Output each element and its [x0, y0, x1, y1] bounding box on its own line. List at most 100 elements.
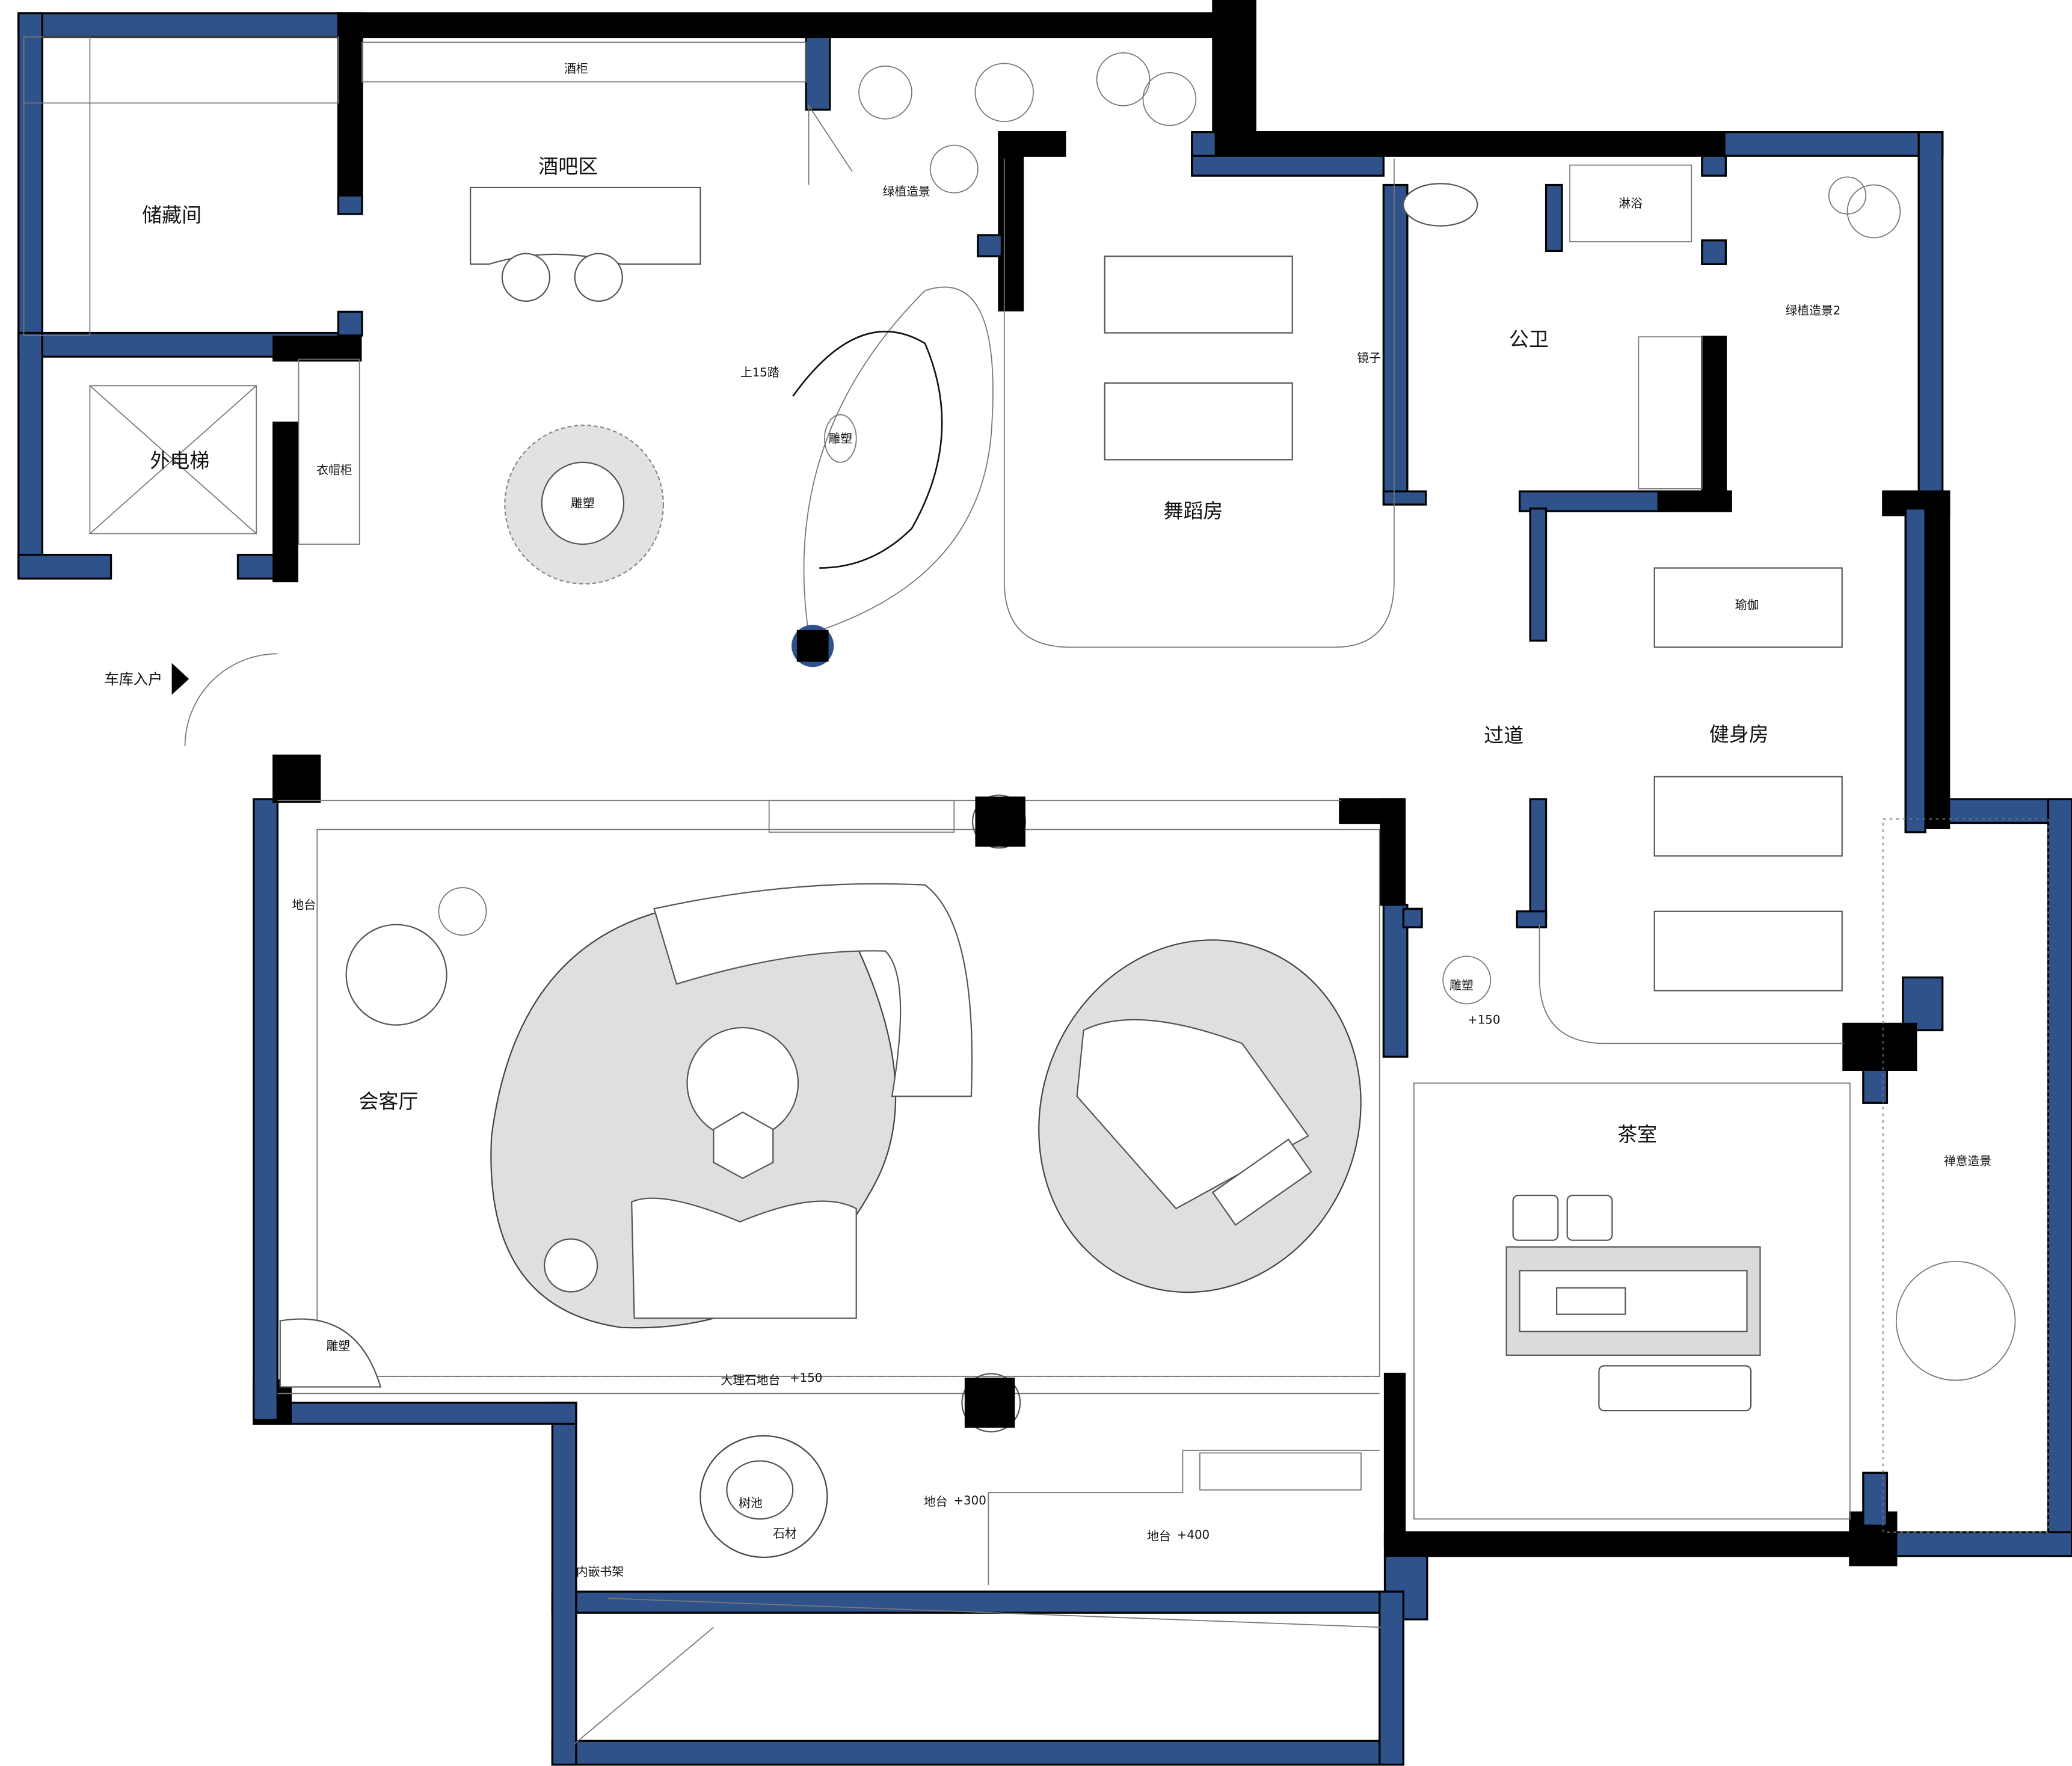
structural-wall — [1924, 490, 1951, 829]
wall-segment — [1904, 507, 1926, 833]
structural-wall — [272, 754, 321, 803]
label-bar: 酒吧区 — [538, 155, 598, 178]
label-platform: 地台 — [292, 898, 316, 912]
label-stone: 石材 — [773, 1527, 797, 1541]
stool — [544, 1238, 598, 1293]
label-elevator: 外电梯 — [150, 449, 209, 473]
label-platform-300: 地台 — [924, 1495, 948, 1509]
wall-segment — [253, 798, 279, 1421]
label-corridor-level: +150 — [1468, 1013, 1500, 1026]
wall-segment — [1379, 1590, 1404, 1766]
label-bathroom: 公卫 — [1509, 328, 1549, 351]
wall-segment — [1402, 907, 1423, 928]
label-corridor-sculpture: 雕塑 — [1449, 978, 1474, 992]
wall-segment — [1529, 798, 1548, 919]
sculpture — [541, 461, 625, 545]
curved-sofa — [653, 883, 973, 1097]
label-tree-pit: 树池 — [739, 1496, 763, 1510]
label-tea-room: 茶室 — [1617, 1123, 1657, 1146]
label-level-300: +300 — [953, 1494, 986, 1507]
elevator-shaft — [89, 385, 257, 535]
label-platform-400: 地台 — [1147, 1529, 1171, 1543]
wine-cabinet — [361, 41, 807, 83]
bar-stool — [574, 253, 623, 302]
wall-segment — [805, 35, 831, 111]
wall-segment — [1545, 183, 1563, 253]
label-marble-platform: 大理石地台 — [721, 1373, 781, 1387]
gym-machine — [1653, 776, 1843, 857]
label-level-400: +400 — [1177, 1528, 1210, 1542]
wall-segment — [1902, 976, 1944, 1032]
label-garage-entry: 车库入户 — [105, 671, 163, 688]
label-storage: 储藏间 — [142, 203, 201, 227]
shower-area — [1569, 164, 1692, 242]
tea-room-outline — [1413, 1082, 1851, 1520]
wall-segment — [1723, 131, 1944, 157]
structural-wall — [1842, 1022, 1917, 1071]
label-corner-sculpture: 雕塑 — [327, 1339, 351, 1353]
structural-wall — [1701, 336, 1727, 497]
label-dance-room: 舞蹈房 — [1164, 499, 1223, 523]
wall-segment — [253, 1402, 577, 1425]
structural-wall — [1212, 0, 1256, 157]
walls — [17, 0, 2072, 1766]
vanity — [1638, 336, 1703, 489]
label-stairs: 上15踏 — [740, 366, 779, 379]
structural-wall — [272, 336, 362, 362]
label-greenery2: 绿植造景2 — [1786, 304, 1841, 317]
side-table — [713, 1111, 774, 1179]
tea-bench — [1598, 1365, 1752, 1412]
zen-tree — [1895, 1260, 2016, 1381]
wall-segment — [1382, 904, 1409, 1058]
gym-outline — [1539, 924, 1843, 1044]
structural-wall — [272, 422, 298, 583]
label-gym: 健身房 — [1709, 722, 1769, 746]
floor-lamp — [438, 887, 487, 936]
wall-segment — [17, 12, 342, 38]
structural-wall — [1383, 1531, 1862, 1557]
wardrobe — [298, 358, 360, 545]
wall-segment — [1191, 155, 1385, 177]
label-mirror: 镜子 — [1357, 351, 1381, 365]
wall-segment — [1382, 183, 1409, 503]
wall-segment — [1862, 1068, 1889, 1104]
dance-room-outline — [1003, 158, 1395, 648]
tv-cabinet — [768, 800, 955, 833]
bar-stool — [501, 253, 551, 302]
label-living-room: 会客厅 — [359, 1090, 419, 1113]
wall-segment — [551, 1740, 1404, 1766]
label-stair-sculpture: 雕塑 — [829, 432, 853, 446]
dance-mat — [1104, 382, 1293, 461]
bar-counter — [470, 186, 701, 265]
label-greenery: 绿植造景 — [883, 185, 930, 198]
label-shower: 淋浴 — [1619, 197, 1643, 210]
column — [964, 1378, 1015, 1428]
structural-wall — [1380, 798, 1406, 906]
wall-segment — [17, 553, 112, 580]
spiral-stairs — [803, 286, 994, 635]
entry-arrow-icon — [171, 663, 189, 695]
wall-segment — [337, 310, 363, 337]
wall-segment — [1701, 239, 1727, 265]
structural-wall — [1254, 131, 1726, 157]
yoga-mat — [1653, 567, 1843, 648]
wall-segment — [551, 1402, 577, 1766]
wall-segment — [551, 1590, 1404, 1614]
label-bookshelf: 内嵌书架 — [576, 1565, 624, 1579]
wall-segment — [1701, 155, 1727, 177]
wall-segment — [1382, 490, 1427, 506]
zen-garden — [1882, 818, 2049, 1533]
tea-stool — [1566, 1194, 1613, 1241]
column — [975, 796, 1025, 847]
wall-segment — [977, 234, 1003, 257]
label-corridor: 过道 — [1484, 724, 1523, 747]
wall-segment — [17, 331, 43, 578]
furniture — [23, 36, 2049, 1744]
labels: 酒柜 储藏间 酒吧区 绿植造景 上15踏 雕塑 雕塑 外电梯 衣帽柜 车库入户 … — [105, 62, 1991, 1579]
label-bar-sculpture: 雕塑 — [571, 497, 595, 510]
wall-segment — [236, 553, 279, 580]
structural-wall — [337, 12, 1214, 38]
wall-segment — [337, 194, 363, 215]
wall-segment — [1516, 910, 1548, 928]
